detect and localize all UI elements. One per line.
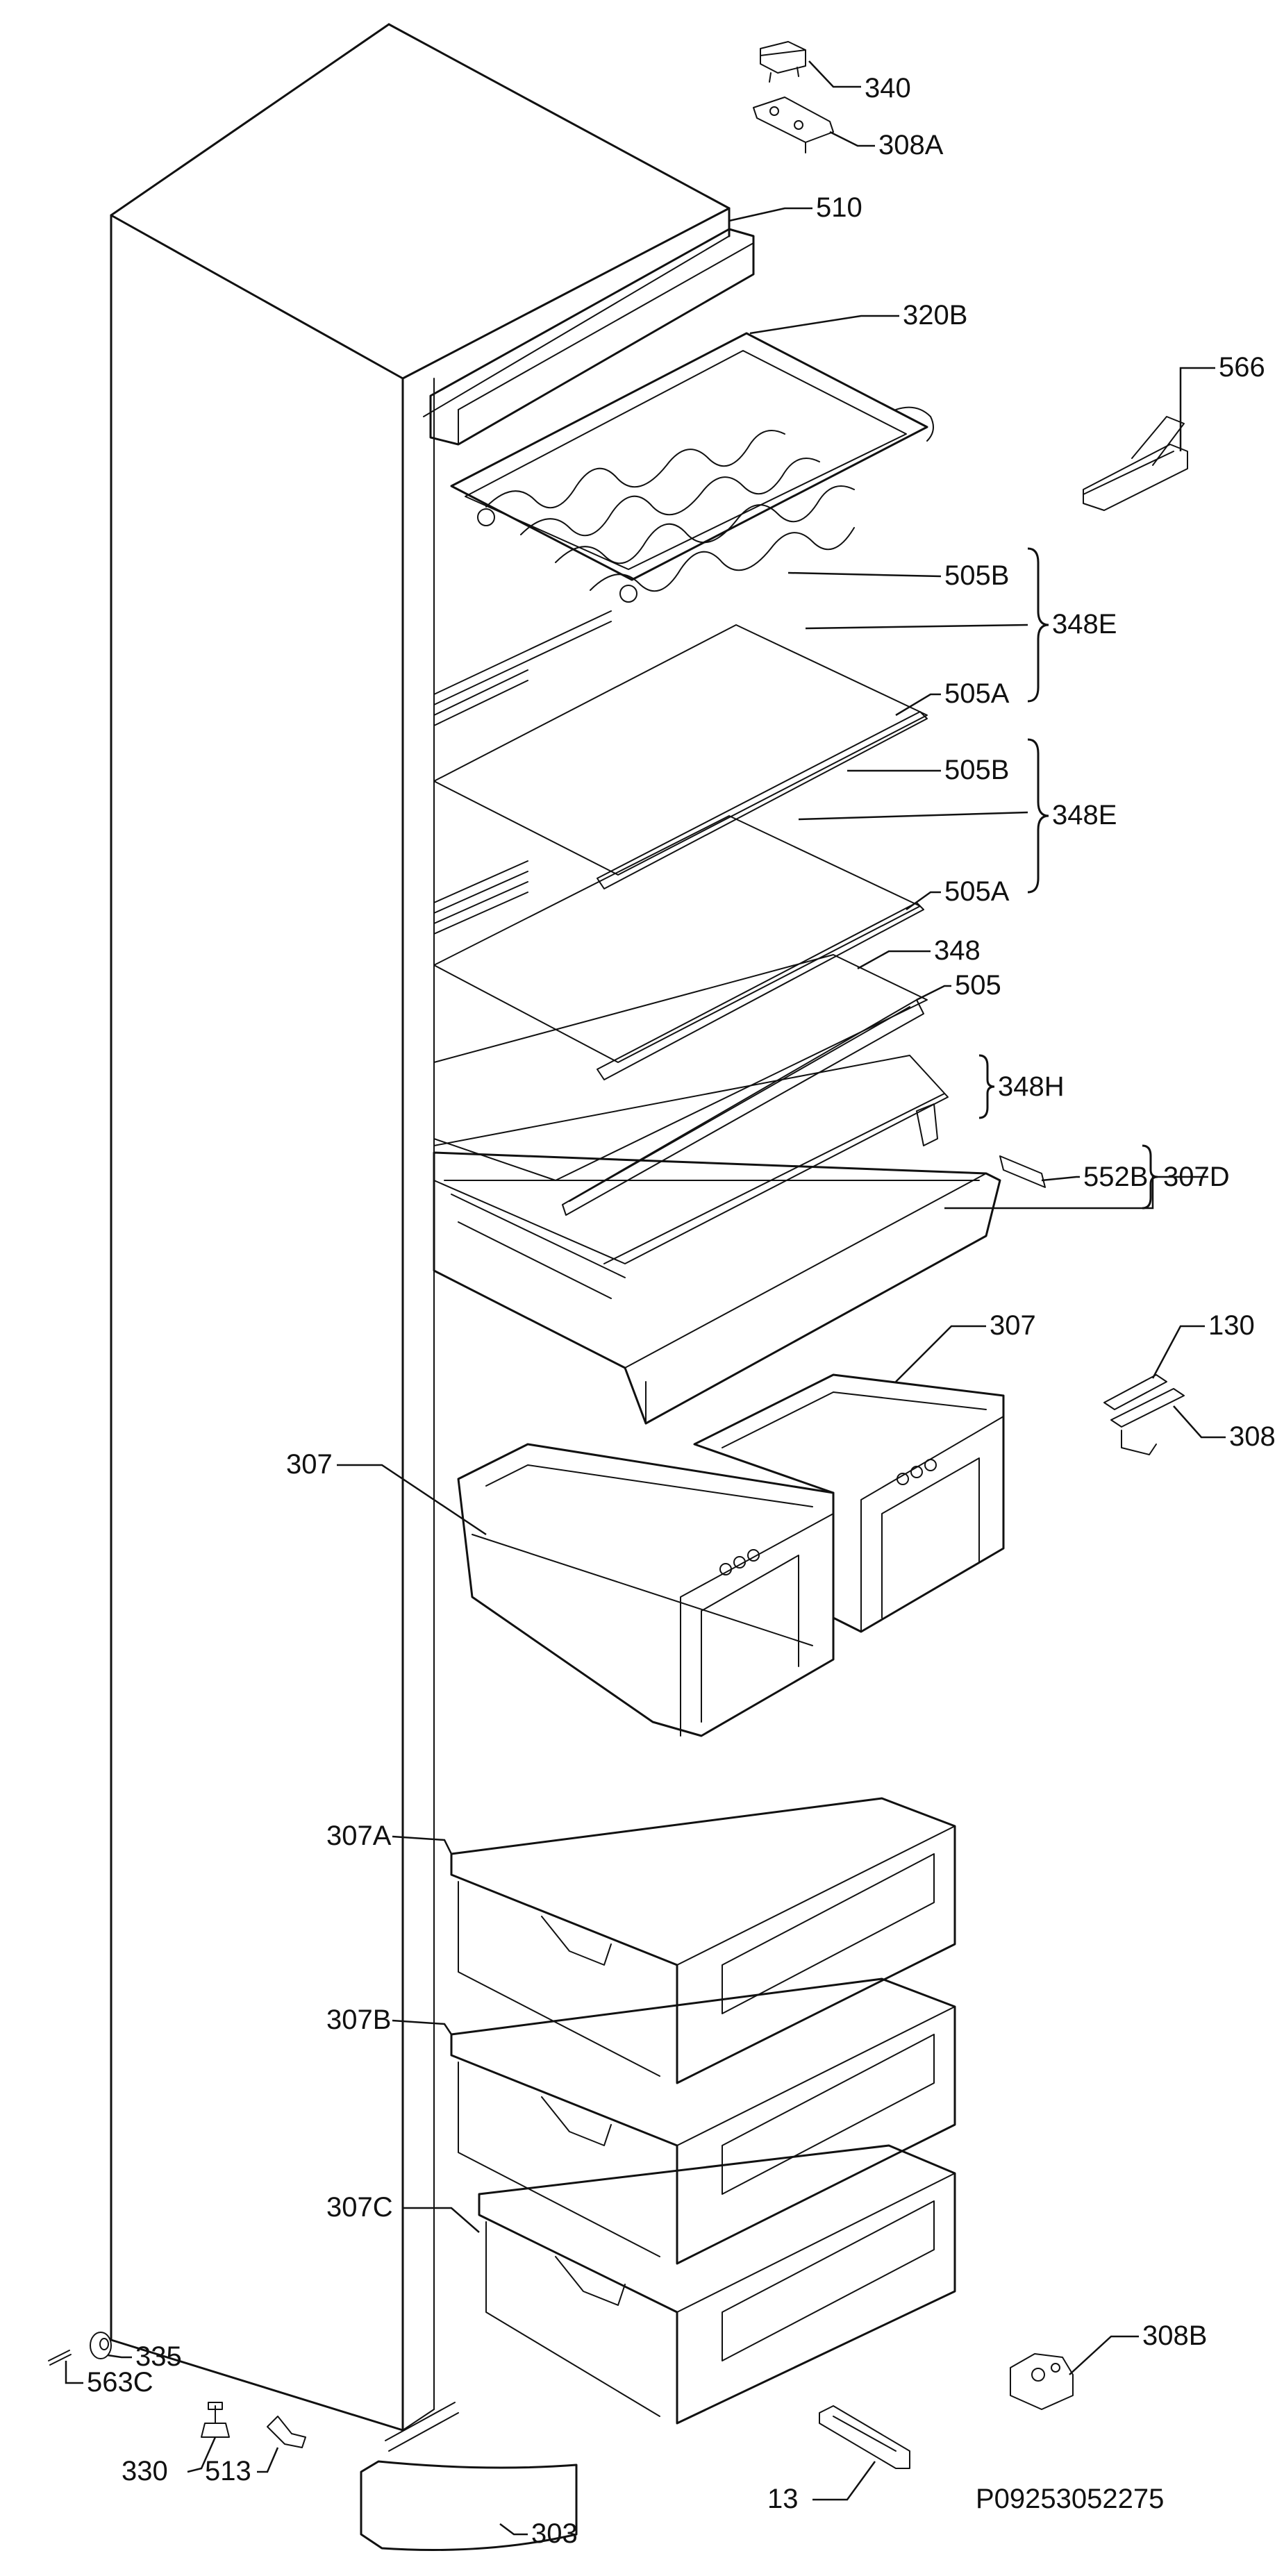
vegetable-drawer-307-left	[457, 1443, 835, 1737]
label-510: 510	[816, 192, 862, 223]
group-braces	[978, 547, 1158, 1210]
glass-shelf-upper	[433, 624, 928, 889]
glass-shelf-348H	[433, 1055, 949, 1264]
part-labels: 340 308A 510 320B 566 505B 348E 505A 505…	[87, 73, 1276, 2549]
label-505B-middle: 505B	[944, 755, 1009, 785]
plinth-grille-303	[360, 2402, 578, 2551]
label-335: 335	[135, 2341, 182, 2372]
label-320B: 320B	[903, 300, 967, 331]
label-330: 330	[122, 2456, 168, 2486]
label-566: 566	[1219, 352, 1265, 383]
label-308B: 308B	[1142, 2320, 1207, 2351]
wine-rack-320B	[450, 332, 934, 603]
label-513: 513	[205, 2456, 251, 2486]
cabinet-outline	[110, 23, 731, 2432]
label-13: 13	[767, 2484, 799, 2514]
adjustable-foot-330	[201, 2402, 230, 2438]
label-303: 303	[531, 2518, 578, 2549]
part-13	[819, 2405, 910, 2469]
crisper-drawer-307D	[433, 1151, 1001, 1425]
top-hinge-308A	[753, 97, 834, 153]
label-348: 348	[934, 935, 981, 966]
label-505A-middle: 505A	[944, 876, 1010, 907]
label-552B: 552B	[1083, 1162, 1148, 1192]
freezer-drawer-307A	[450, 1797, 956, 2084]
label-130: 130	[1208, 1310, 1255, 1341]
label-505B-upper: 505B	[944, 560, 1009, 591]
label-348H: 348H	[998, 1071, 1065, 1102]
label-307-left: 307	[286, 1449, 333, 1480]
label-307-right: 307	[990, 1310, 1036, 1341]
label-307B: 307B	[326, 2005, 391, 2035]
label-505A-upper: 505A	[944, 678, 1010, 709]
part-513	[267, 2416, 306, 2448]
vegetable-drawer-307-right	[693, 1373, 1005, 1633]
label-307C: 307C	[326, 2192, 393, 2223]
interior-shelf-rails	[433, 610, 612, 935]
part-566	[1083, 416, 1188, 511]
freezer-drawer-307C	[478, 2144, 956, 2425]
label-563C: 563C	[87, 2367, 153, 2398]
bottom-hinge-308B	[1010, 2353, 1074, 2410]
label-505: 505	[955, 970, 1001, 1001]
label-308A: 308A	[878, 130, 944, 160]
label-340: 340	[865, 73, 911, 103]
label-308: 308	[1229, 1421, 1276, 1452]
freezer-drawer-307B	[450, 1977, 956, 2265]
glass-shelf-348	[433, 954, 928, 1216]
label-348E-middle: 348E	[1052, 800, 1117, 830]
leader-lines	[65, 60, 1226, 2536]
label-307A: 307A	[326, 1821, 392, 1851]
middle-hinge-130-308	[1103, 1374, 1185, 1455]
label-307D: 307D	[1163, 1162, 1230, 1192]
part-335-563C	[48, 2332, 112, 2366]
top-hinge-cover-340	[760, 41, 806, 83]
part-552B	[999, 1155, 1046, 1188]
label-348E-upper: 348E	[1052, 609, 1117, 639]
top-cover-strip-510	[429, 228, 755, 446]
reference-code: P09253052275	[976, 2484, 1164, 2514]
